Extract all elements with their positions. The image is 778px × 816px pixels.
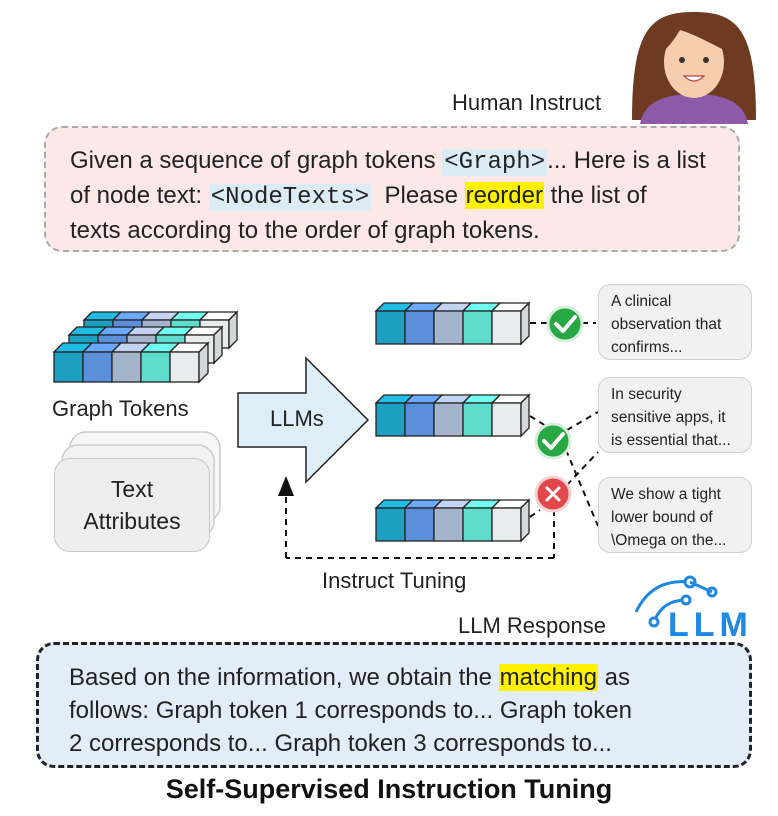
response-line-3: 2 corresponds to... Graph token 3 corres…: [69, 730, 612, 757]
token-cell: [404, 402, 435, 437]
text-attributes-label-2: Attributes: [83, 508, 181, 534]
token-cell: [375, 507, 406, 542]
callout-line: We show a tight: [611, 486, 721, 503]
graph-token-placeholder: <Graph>: [442, 149, 548, 176]
callout-line: sensitive apps, it: [611, 409, 726, 426]
token-cell: [111, 351, 142, 383]
token-cell: [404, 310, 435, 345]
callout-line: In security: [611, 386, 682, 403]
token-cell: [375, 310, 406, 345]
cross-icon: [534, 475, 572, 513]
instruct-text: of node text:: [70, 182, 209, 209]
token-row-side: [213, 325, 223, 365]
check-icon: [546, 305, 584, 343]
instruct-line-3: texts according to the order of graph to…: [70, 217, 540, 244]
matching-highlight: matching: [498, 664, 598, 691]
instruct-line-2: of node text: <NodeTexts> Please reorder…: [70, 179, 738, 214]
token-cell: [404, 507, 435, 542]
tuning-arrowhead: [278, 476, 294, 496]
llm-response-box: Based on the information, we obtain the …: [36, 642, 752, 768]
human-instruct-box: Given a sequence of graph tokens <Graph>…: [44, 126, 740, 252]
instruct-text: Please: [371, 182, 465, 209]
response-text: Based on the information, we obtain the: [69, 664, 499, 691]
token-cell: [169, 351, 200, 383]
llms-arrow: [237, 356, 370, 484]
llm-response-label: LLM Response: [458, 613, 606, 638]
token-row-side: [520, 498, 530, 543]
token-cell: [462, 402, 493, 437]
graph-tokens-stack: [52, 310, 239, 384]
llms-label: LLMs: [270, 406, 324, 431]
callout-line: confirms...: [611, 339, 683, 356]
token-cell: [433, 402, 464, 437]
callout-line: \Omega on the...: [611, 532, 727, 549]
token-cell: [462, 507, 493, 542]
figure-title: Self-Supervised Instruction Tuning: [165, 774, 613, 804]
response-line-1: Based on the information, we obtain the …: [69, 661, 749, 694]
token-cell: [82, 351, 113, 383]
instruct-text: the list of: [543, 182, 647, 209]
node-text-callout: We show a tight lower bound of \Omega on…: [598, 477, 752, 553]
instruct-text: Given a sequence of graph tokens: [70, 147, 443, 174]
llm-logo-text: LLM: [668, 606, 753, 644]
callout-line: lower bound of: [611, 509, 713, 526]
check-icon: [534, 422, 572, 460]
token-cell: [433, 310, 464, 345]
token-cell: [375, 402, 406, 437]
token-cell: [462, 310, 493, 345]
instruct-tuning-label: Instruct Tuning: [322, 568, 467, 593]
token-cell: [140, 351, 171, 383]
response-text: as: [598, 664, 631, 691]
output-token-rows: [374, 301, 531, 543]
node-texts-placeholder: <NodeTexts>: [208, 184, 372, 211]
graph-tokens-label: Graph Tokens: [52, 396, 189, 421]
human-instruct-label: Human Instruct: [452, 90, 602, 115]
node-text-callout: In security sensitive apps, it is essent…: [598, 377, 752, 453]
instruct-text: ... Here is a list: [547, 147, 706, 174]
node-text-callout: A clinical observation that confirms...: [598, 284, 752, 360]
token-row-side: [520, 393, 530, 438]
callout-line: A clinical: [611, 293, 672, 310]
reorder-highlight: reorder: [464, 182, 544, 209]
token-row-side: [198, 341, 209, 384]
llm-logo-icon: [634, 575, 718, 628]
callout-line: observation that: [611, 316, 722, 333]
token-row-side: [520, 301, 530, 346]
matching-lines: [285, 322, 599, 559]
response-line-2: follows: Graph token 1 corresponds to...…: [69, 697, 632, 724]
instruct-line-1: Given a sequence of graph tokens <Graph>…: [70, 144, 738, 179]
token-cell: [433, 507, 464, 542]
human-avatar: [632, 12, 756, 124]
token-cell: [491, 402, 522, 437]
token-cell: [53, 351, 84, 383]
text-attributes-card: Text Attributes: [54, 458, 210, 552]
token-cell: [491, 310, 522, 345]
callout-line: is essential that...: [611, 432, 731, 449]
text-attributes-label-1: Text: [110, 476, 154, 502]
token-row-side: [228, 310, 238, 350]
token-cell: [491, 507, 522, 542]
